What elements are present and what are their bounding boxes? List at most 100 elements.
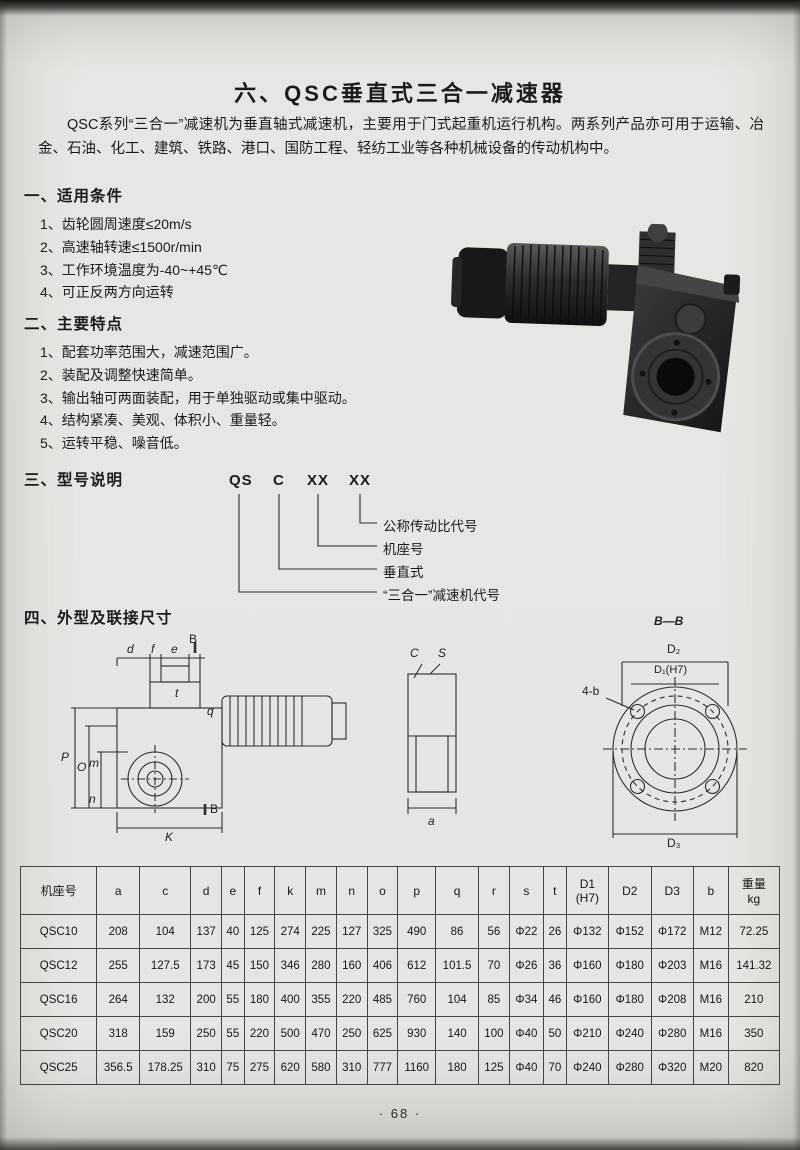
column-header: q — [435, 866, 480, 915]
cell: 280 — [305, 948, 337, 983]
cell: 620 — [274, 1050, 307, 1085]
section-dimensions-heading: 四、外型及联接尺寸 — [24, 610, 173, 627]
column-header: t — [543, 866, 567, 915]
dim-label-n: n — [89, 792, 96, 806]
cell: 490 — [397, 914, 437, 949]
section-conditions-heading: 一、适用条件 — [24, 188, 124, 205]
cell: 777 — [366, 1050, 399, 1085]
cell: M16 — [692, 1016, 729, 1051]
cell: 178.25 — [139, 1050, 192, 1085]
cell: Φ152 — [608, 914, 652, 949]
list-item: 4、可正反两方向运转 — [40, 284, 174, 301]
model-label: 机座号 — [383, 542, 424, 557]
cell: 50 — [543, 1016, 567, 1051]
cell: 208 — [96, 914, 141, 949]
cell: 101.5 — [435, 948, 480, 983]
dim-label-O: O — [77, 760, 87, 774]
cell: Φ280 — [608, 1050, 652, 1085]
cell: 125 — [478, 1050, 510, 1085]
model-code-part: C — [273, 472, 285, 489]
cell: Φ180 — [608, 948, 652, 983]
cell: 86 — [435, 914, 480, 949]
dim-label-D2: D₂ — [667, 642, 681, 656]
cell: 75 — [221, 1050, 245, 1085]
cell: 625 — [366, 1016, 399, 1051]
cell: 159 — [139, 1016, 192, 1051]
cell: 55 — [221, 1016, 245, 1051]
outline-drawing-side-view: B d f e t q P O m n K B — [55, 632, 360, 851]
dim-label-e: e — [171, 642, 178, 656]
column-header: D1(H7) — [565, 866, 610, 915]
flange-view-graphic — [603, 661, 747, 838]
column-header: k — [274, 866, 307, 915]
row-header: QSC25 — [19, 1050, 98, 1085]
cell: 55 — [221, 982, 245, 1017]
section-features-heading: 二、主要特点 — [24, 316, 124, 333]
cell: 40 — [221, 914, 245, 949]
cell: 225 — [305, 914, 337, 949]
cell: 125 — [243, 914, 276, 949]
dim-label-C: C — [410, 646, 419, 660]
cell: 485 — [366, 982, 399, 1017]
cell: Φ203 — [650, 948, 694, 983]
section-view-label: B—B — [654, 614, 684, 628]
cell: Φ240 — [565, 1050, 610, 1085]
cell: 104 — [139, 914, 192, 949]
model-code-part: QS — [229, 472, 253, 489]
dim-label-q: q — [207, 704, 214, 718]
cell: 500 — [274, 1016, 307, 1051]
cell: 350 — [727, 1016, 781, 1051]
dim-label-B-top: B — [189, 632, 198, 646]
dim-label-D3: D₃ — [667, 836, 681, 850]
dim-label-K: K — [165, 830, 174, 844]
cell: 580 — [305, 1050, 337, 1085]
cell: 100 — [478, 1016, 510, 1051]
cell: 104 — [435, 982, 480, 1017]
page-number: · 68 · — [378, 1106, 422, 1121]
cell: M16 — [692, 948, 729, 983]
outline-drawing-top-view: C S a — [378, 646, 488, 843]
column-header: f — [243, 866, 276, 915]
dim-label-t: t — [175, 686, 179, 700]
page-title: 六、QSC垂直式三合一减速器 — [234, 81, 566, 106]
product-photo — [444, 217, 754, 453]
scan-edge-left — [0, 0, 7, 1150]
cell: Φ280 — [650, 1016, 694, 1051]
list-item: 5、运转平稳、噪音低。 — [40, 435, 188, 452]
cell: 70 — [478, 948, 510, 983]
top-view-graphic — [407, 663, 457, 814]
cell: 760 — [397, 982, 437, 1017]
cell: 36 — [543, 948, 567, 983]
column-header: r — [478, 866, 510, 915]
column-header: s — [508, 866, 545, 915]
column-header: b — [692, 866, 729, 915]
section-model-heading: 三、型号说明 — [24, 472, 124, 489]
dim-label-f: f — [151, 642, 155, 656]
column-header: d — [190, 866, 223, 915]
features-list: 1、配套功率范围大，减速范围广。2、装配及调整快速简单。3、输出轴可两面装配，用… — [24, 341, 448, 455]
cell: 406 — [366, 948, 399, 983]
cell: 612 — [397, 948, 437, 983]
list-item: 4、结构紧凑、美观、体积小、重量轻。 — [40, 412, 286, 429]
reducer-photo-graphic — [451, 221, 741, 433]
cell: Φ172 — [650, 914, 694, 949]
cell: 264 — [96, 982, 141, 1017]
dim-label-D1: D₁(H7) — [654, 664, 688, 676]
scan-edge-top — [0, 0, 800, 16]
row-header: QSC16 — [19, 982, 98, 1017]
row-header: QSC12 — [19, 948, 98, 983]
column-header: D3 — [650, 866, 694, 915]
cell: 70 — [543, 1050, 567, 1085]
model-label: 垂直式 — [383, 565, 424, 580]
section-features: 二、主要特点 1、配套功率范围大，减速范围广。2、装配及调整快速简单。3、输出轴… — [24, 312, 448, 455]
